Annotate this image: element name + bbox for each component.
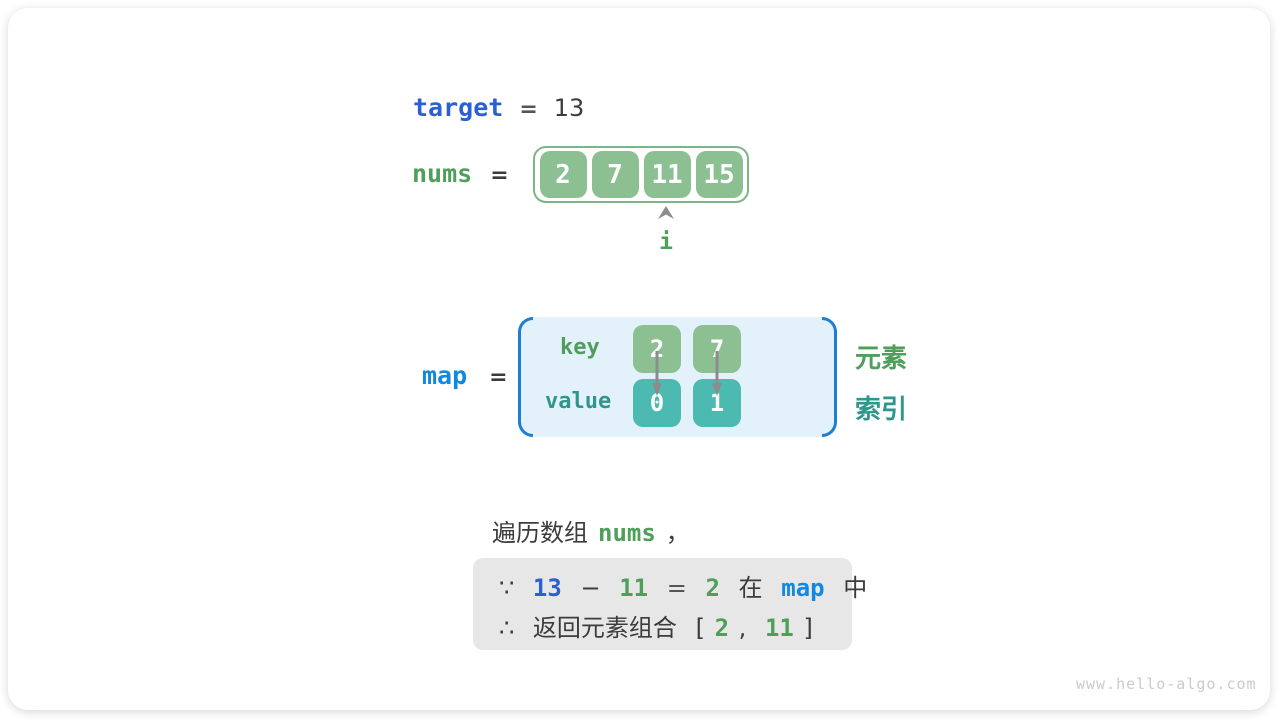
map-container: key value 2 7 0 1: [518, 317, 837, 437]
map-label: map: [422, 361, 468, 390]
legend-index-label: 索引: [855, 395, 908, 425]
target-row: target = 13: [413, 93, 584, 122]
index-pointer-icon: [658, 206, 674, 219]
zh-in: 在: [738, 574, 763, 602]
nums-label: nums: [412, 159, 473, 188]
value-row-label: value: [545, 389, 612, 414]
map-row: map =: [422, 361, 508, 390]
therefore-symbol: ∴: [499, 614, 515, 642]
result-comma: ,: [738, 614, 747, 642]
found-number: 2: [705, 574, 720, 602]
equals-sign: =: [519, 97, 538, 122]
equals-sign: =: [490, 163, 509, 188]
map-code: map: [781, 574, 825, 602]
array-cell: 7: [591, 151, 639, 198]
conclusion-line-2: ∴ 返回元素组合 [ 2 , 11 ]: [499, 608, 852, 648]
target-number: 13: [532, 574, 562, 602]
index-pointer-label: i: [659, 229, 673, 255]
conclusion-box: ∵ 13 − 11 = 2 在 map 中 ∴ 返回元素组合 [ 2 , 11 …: [473, 558, 867, 650]
nums-row: nums =: [412, 159, 509, 188]
array-cell: 15: [695, 151, 743, 198]
key-row-label: key: [560, 335, 600, 360]
result-value-2: 11: [764, 614, 794, 642]
bracket-open: [: [695, 614, 705, 642]
map-left-bracket-icon: [518, 317, 533, 437]
array-cell: 11: [643, 151, 691, 198]
bracket-close: ]: [803, 614, 813, 642]
caption-text: 遍历数组: [492, 519, 588, 547]
caption-code-nums: nums: [598, 519, 656, 547]
key-value-arrow-icon: [652, 351, 662, 396]
nums-array: 2 7 11 15: [533, 146, 749, 203]
legend-element-label: 元素: [855, 344, 908, 374]
element-number: 11: [619, 574, 649, 602]
minus-sign: −: [580, 574, 601, 602]
key-value-arrow-icon: [712, 351, 722, 396]
map-right-bracket-icon: [822, 317, 837, 437]
equals-sign: =: [489, 365, 508, 390]
zh-zhong: 中: [843, 574, 868, 602]
target-value: 13: [553, 94, 585, 122]
caption-comma: ，: [665, 519, 690, 547]
watermark: www.hello-algo.com: [1076, 675, 1257, 693]
because-symbol: ∵: [499, 574, 515, 602]
caption: 遍历数组 nums ，: [492, 513, 690, 548]
equals-sign: =: [666, 574, 687, 602]
zh-return: 返回元素组合: [532, 614, 677, 642]
target-label: target: [413, 93, 504, 122]
array-cell: 2: [539, 151, 587, 198]
conclusion-line-1: ∵ 13 − 11 = 2 在 map 中: [499, 568, 867, 608]
result-value-1: 2: [714, 614, 730, 642]
